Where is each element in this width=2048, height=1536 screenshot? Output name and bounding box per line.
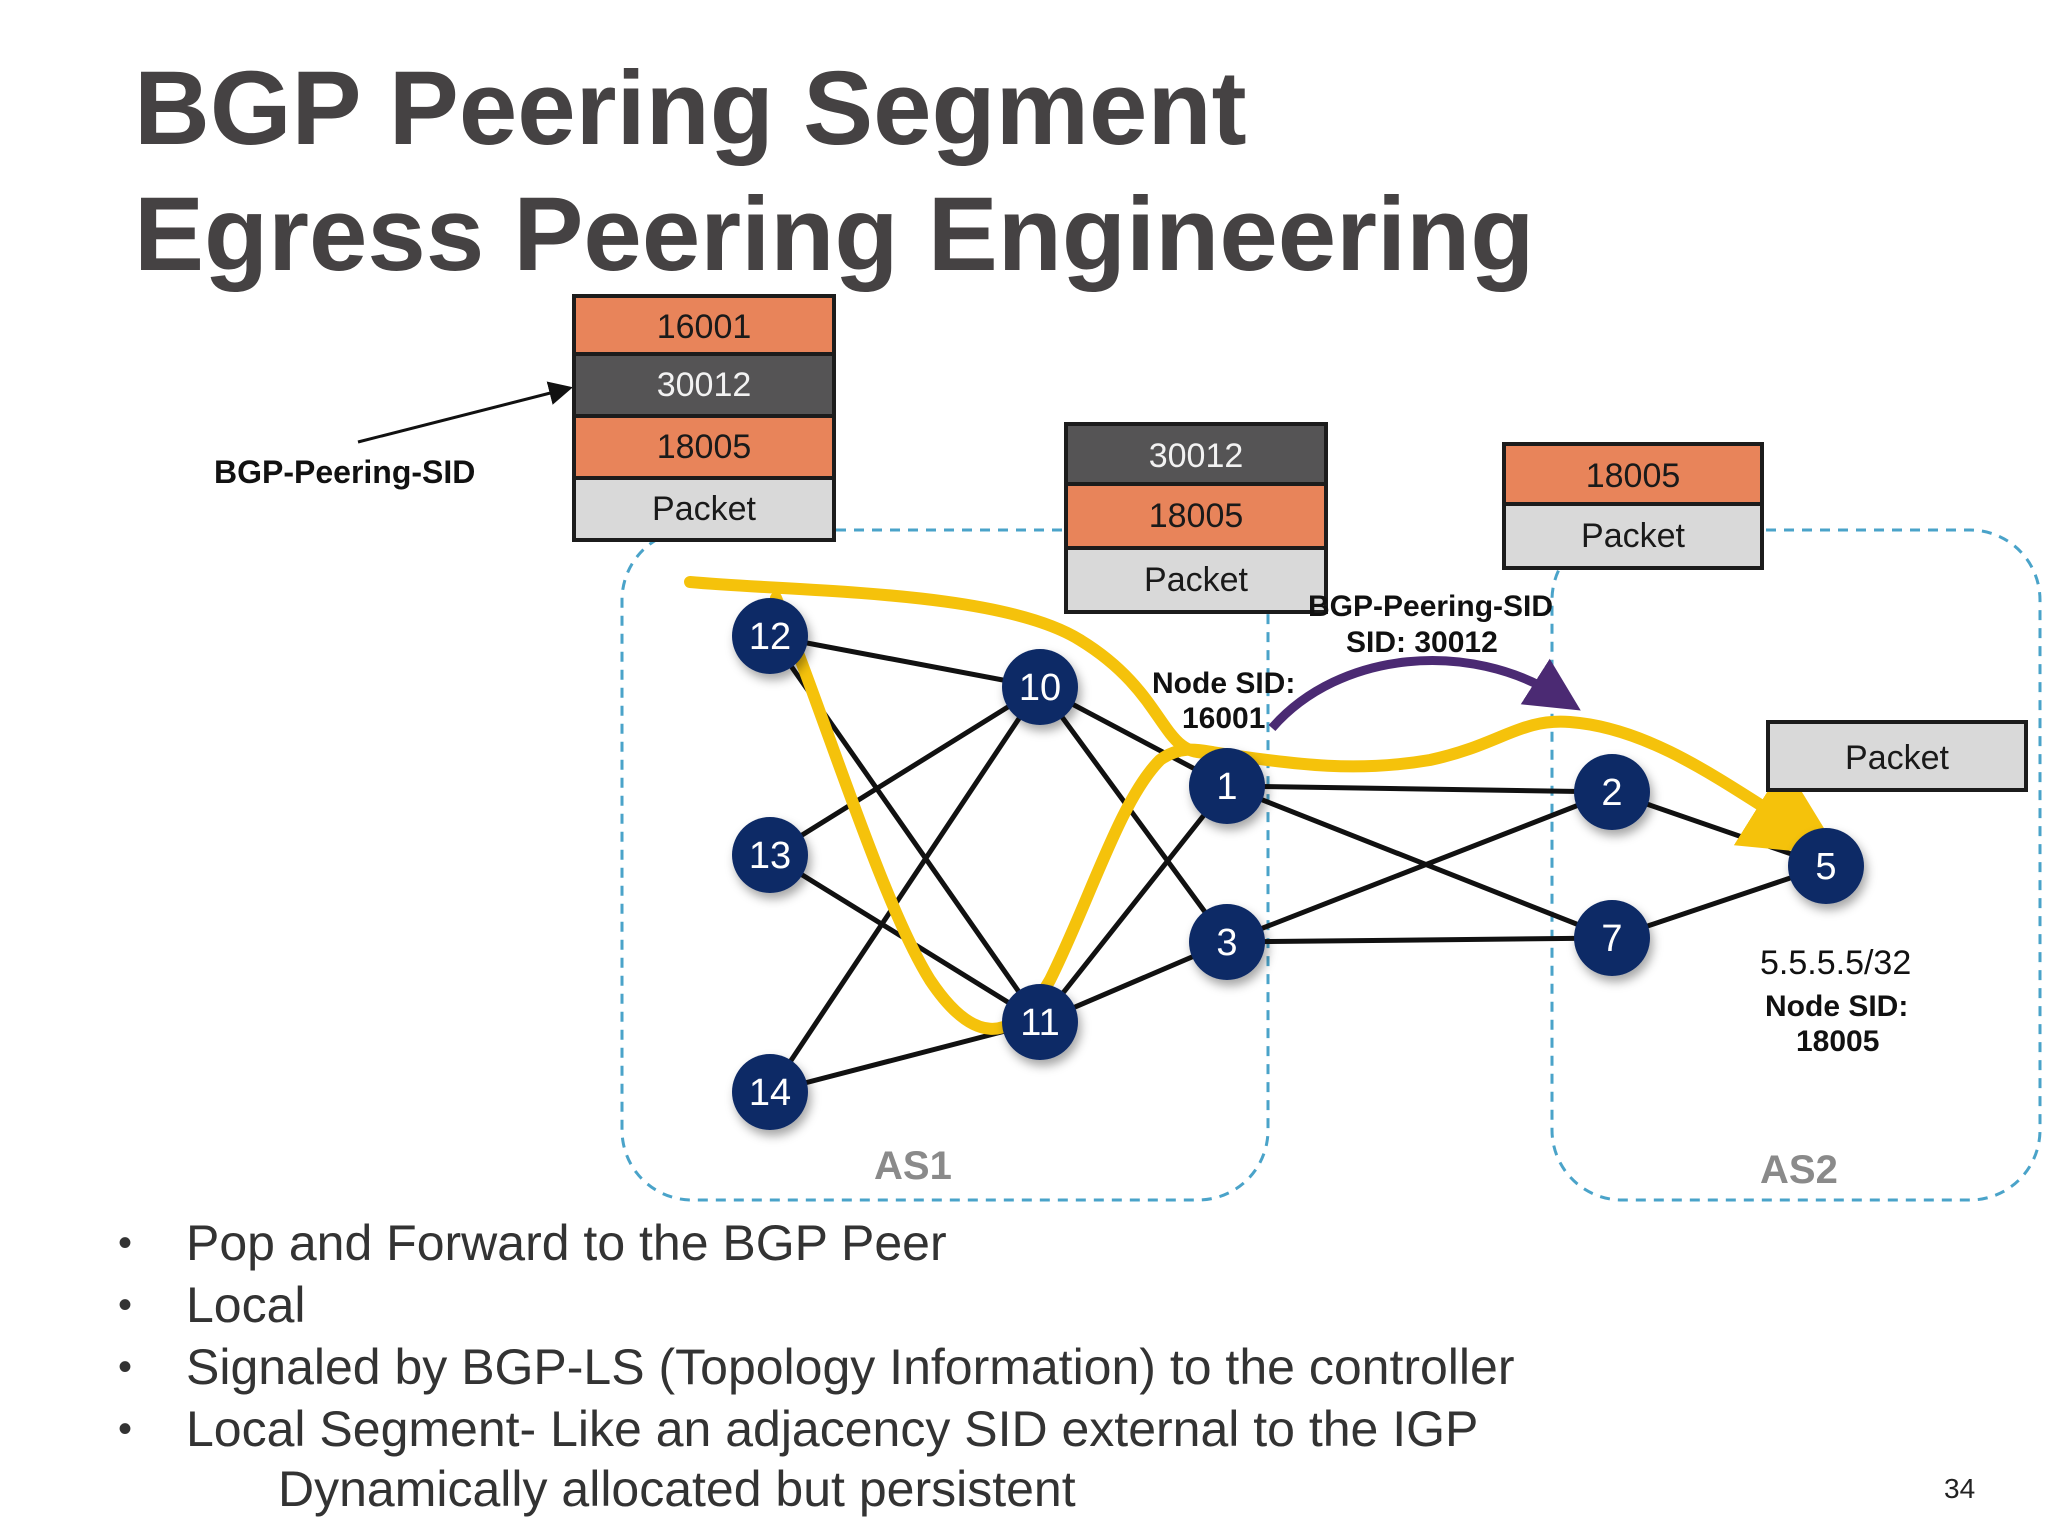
router-node-10: 10 [1002,649,1078,725]
router-node-circle [1189,904,1265,980]
stack-cell: Packet [1766,720,2028,792]
router-node-label: 7 [1601,918,1622,960]
bullet-dot: • [118,1283,133,1327]
bullet-text: Signaled by BGP-LS (Topology Information… [186,1339,1515,1395]
link-11-1 [1038,784,1229,1024]
stack-cell: Packet [572,480,836,542]
link-1-2 [1226,783,1613,795]
node5-sid-label-line1: Node SID: [1765,990,1909,1023]
link-1-7 [1226,783,1613,941]
router-node-circle [1574,754,1650,830]
bullet-dot: • [118,1407,133,1451]
link-13-10 [768,684,1042,858]
router-node-label: 11 [1020,1002,1059,1044]
router-node-label: 10 [1019,667,1061,709]
bullet-item: • Local Segment- Like an adjacency SID ex… [110,1398,1514,1460]
router-node-11: 11 [1002,984,1078,1060]
link-14-10 [767,685,1043,1094]
router-node-label: 2 [1601,772,1622,814]
bullet-text: Pop and Forward to the BGP Peer [186,1215,947,1271]
router-node-circle [732,817,808,893]
bullet-item: • Pop and Forward to the BGP Peer [110,1212,1514,1274]
bgp-peering-sid-pointer [357,381,573,444]
as1-label: AS1 [874,1144,952,1188]
router-node-14: 14 [732,1054,808,1130]
router-node-13: 13 [732,817,808,893]
slide-title-line1: BGP Peering Segment [134,50,1247,167]
stack-cell: Packet [1502,506,1764,570]
peering-sid-label-line2: SID: 30012 [1346,626,1498,659]
link-12-10 [769,633,1041,690]
destination-prefix: 5.5.5.5/32 [1760,944,1912,982]
link-3-2 [1226,789,1613,945]
stack-cell: Packet [1064,550,1328,614]
bullet-text: Local [186,1277,306,1333]
bullet-text: Local Segment- Like an adjacency SID ext… [186,1401,1479,1457]
as2-boundary [1550,528,2042,1202]
node1-sid-label-line1: Node SID: [1152,667,1296,700]
bullet-dot: • [118,1345,133,1389]
stack-cell: 16001 [572,294,836,356]
router-node-circle [1189,748,1265,824]
router-node-circle [1002,984,1078,1060]
router-node-5: 5 [1788,828,1864,904]
stack-cell: 30012 [572,356,836,418]
router-node-circle [1574,900,1650,976]
as1-boundary [620,528,1270,1202]
bullet-item: • Local [110,1274,1514,1336]
router-node-2: 2 [1574,754,1650,830]
link-10-3 [1037,685,1230,944]
router-node-circle [732,598,808,674]
bullet-dot: • [118,1221,133,1265]
sub-bullet: Dynamically allocated but persistent [278,1461,1076,1517]
bullet-list: • Pop and Forward to the BGP Peer • Local • S… [110,1212,1514,1460]
as2-label: AS2 [1760,1148,1838,1192]
node1-sid-label-line2: 16001 [1182,702,1266,735]
bgp-peering-sid-label: BGP-Peering-SID [214,454,476,490]
link-3-7 [1226,935,1613,945]
slide-title-line2: Egress Peering Engineering [134,176,1535,293]
peering-hop-arrow [1268,656,1581,731]
router-node-7: 7 [1574,900,1650,976]
node5-sid-label-line2: 18005 [1796,1025,1880,1058]
router-node-circle [1788,828,1864,904]
bullet-item: • Signaled by BGP-LS (Topology Informatio… [110,1336,1514,1398]
page-number: 34 [1944,1473,1976,1504]
stack-cell: 18005 [572,418,836,480]
router-node-label: 12 [749,616,791,658]
router-node-circle [732,1054,808,1130]
router-node-label: 5 [1815,846,1836,888]
router-node-12: 12 [732,598,808,674]
traffic-path [684,576,1841,856]
router-node-label: 14 [749,1072,791,1114]
router-node-label: 1 [1216,766,1237,808]
router-node-label: 13 [749,835,791,877]
stack-cell: 18005 [1064,486,1328,550]
peering-sid-label-line1: BGP-Peering-SID [1308,590,1554,623]
stack-cell: 18005 [1502,442,1764,506]
stack-cell: 30012 [1064,422,1328,486]
router-node-label: 3 [1216,922,1237,964]
router-node-3: 3 [1189,904,1265,980]
router-node-1: 1 [1189,748,1265,824]
label-stack-destination: Packet [1766,720,2028,792]
router-node-circle [1002,649,1078,725]
